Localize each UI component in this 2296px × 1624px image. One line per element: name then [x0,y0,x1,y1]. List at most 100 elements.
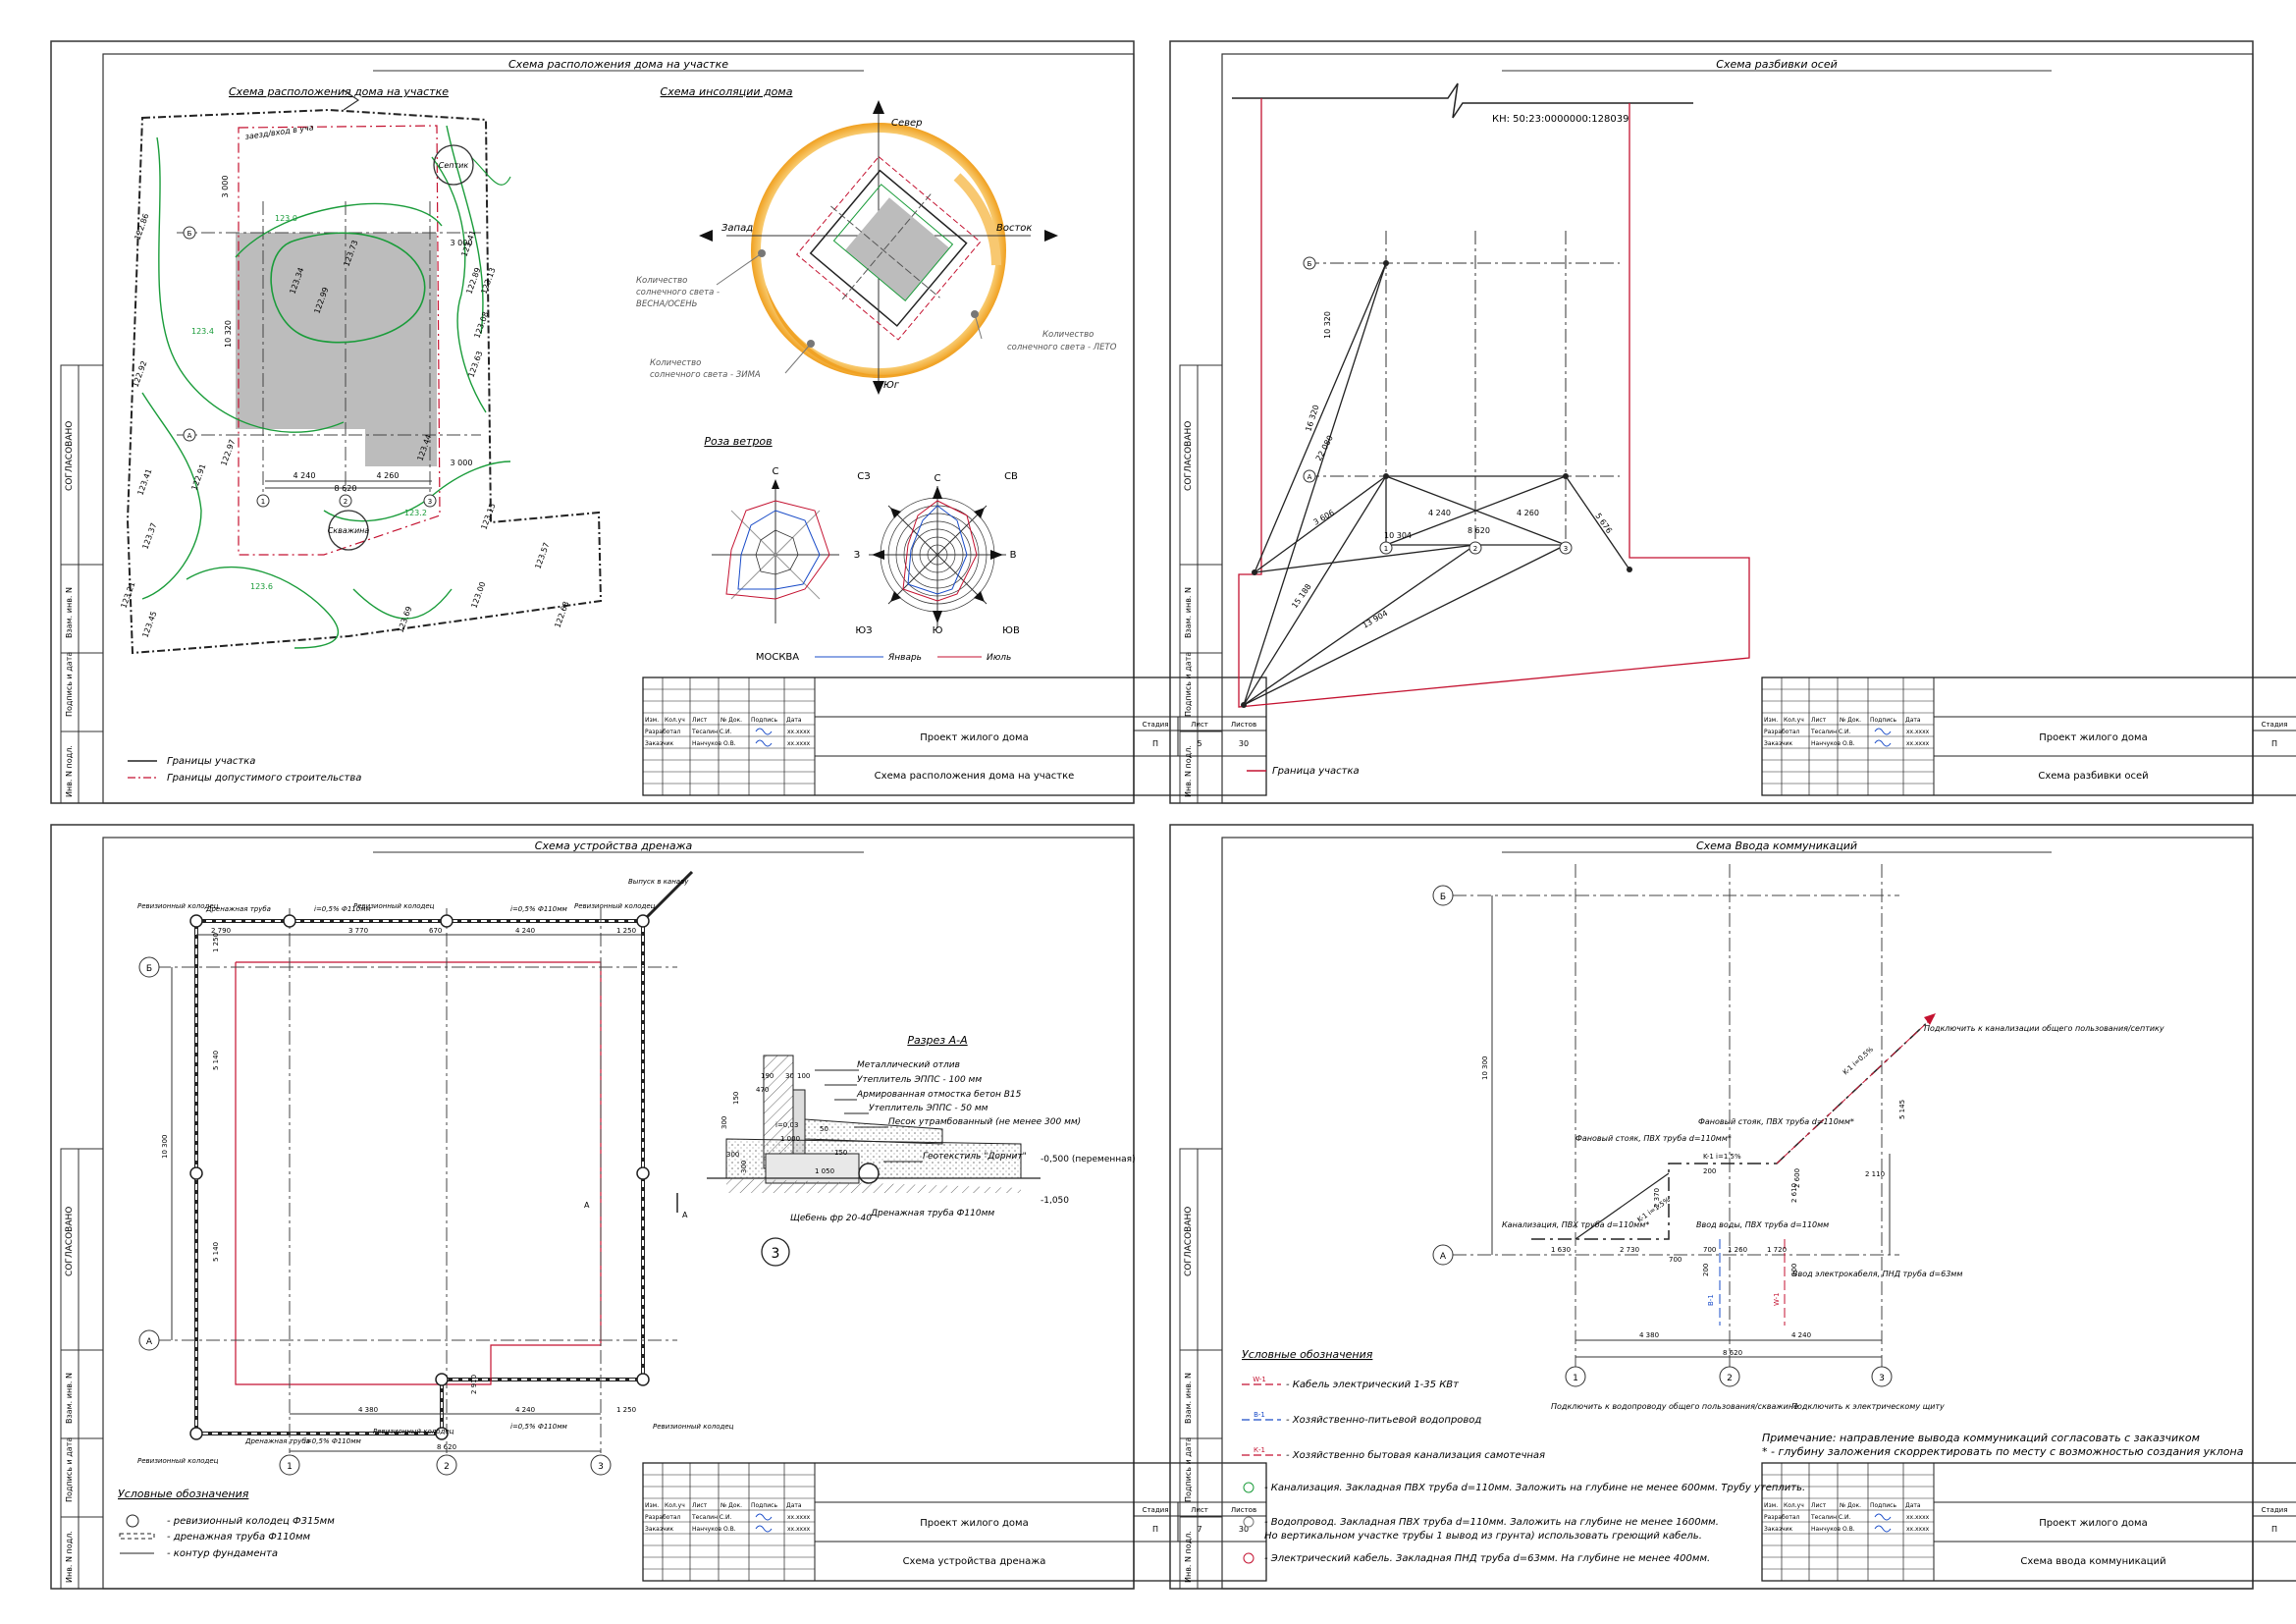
sun-note: Количество [636,276,687,286]
drain-label: Ревизионный колодец [353,902,435,910]
section-dim: 300 [721,1116,728,1129]
tb-role: Заказчик [1764,1526,1792,1533]
wind-dir: З [854,550,860,561]
tb-col-header: Дата [786,1502,802,1509]
elevation-label: 123.21 [119,580,136,609]
tb-date: xx.xxxx [1906,729,1930,735]
stamp-replace: Взам. инв. N [1184,1373,1193,1424]
drainage-plan: Выпуск в канаву Ревизионный колодец Дрен… [137,870,734,1476]
sun-note: Количество [650,358,701,368]
drain-dim: 10 300 [161,1135,169,1160]
axes-dim: 3 606 [1312,508,1336,526]
legend-buildable: Границы допустимого строительства [167,773,361,784]
tb-sheet-name: Схема разбивки осей [2038,771,2148,782]
signature-mark [755,1513,773,1521]
sheet4-title: Схема Ввода коммуникаций [1696,839,1857,852]
legend-line-text: - Кабель электрический 1-35 КВт [1286,1379,1460,1390]
tb-role: Заказчик [645,740,673,747]
stamp-inventory: Инв. N подл. [65,1531,74,1583]
utility-dim: 2 600 [1793,1168,1801,1188]
section-dim: 470 [756,1086,769,1094]
drain-dim: 1 250 [616,1406,636,1414]
section-label: Утеплитель ЭППС - 100 мм [857,1075,982,1085]
tb-role: Разработал [1764,729,1800,735]
utility-dim: 2 110 [1865,1170,1885,1178]
stamp-signature: Подпись и дата [65,652,74,717]
axis-bubble: 2 [1473,545,1477,553]
drainage-section: Разрез А-А Металлический отлив Утеплител… [707,1034,1136,1267]
tb-date: xx.xxxx [787,729,811,735]
section-slope: i=0,03 [775,1121,798,1129]
tb-person: Тесалин С.И. [1810,1514,1850,1521]
site-dim: 4 260 [377,471,400,480]
compass-east: Восток [996,223,1032,234]
contour-label: 123.6 [250,582,273,591]
axis-bubble: А [1440,1252,1447,1262]
drain-label: i=0,5% Ф110мм [304,1437,361,1445]
site-dim: 3 000 [451,239,473,247]
tb-label: Стадия [1143,721,1169,729]
drain-label: Ревизионный колодец [137,1457,219,1465]
legend-code: В-1 [1254,1411,1265,1419]
side-stamp: СОГЛАСОВАНО Взам. инв. N Подпись и дата … [1179,1148,1223,1590]
tb-col-header: Изм. [1764,1502,1778,1509]
stamp-agreed: СОГЛАСОВАНО [1184,1207,1194,1276]
contour-label: 123.0 [275,214,297,223]
note-1: Примечание: направление вывода коммуника… [1762,1432,2200,1444]
axes-dim: 4 260 [1517,509,1539,517]
sheet2-title: Схема разбивки осей [1716,58,1837,71]
signature-mark [755,739,773,747]
tb-date: xx.xxxx [1906,1526,1930,1533]
tb-label: Листов [1231,721,1256,729]
tb-col-header: Подпись [1870,1502,1896,1509]
tb-stage: П [2271,1525,2277,1534]
drain-outlet: Выпуск в канаву [628,878,689,886]
section-dim: 150 [732,1092,740,1105]
tb-date: xx.xxxx [787,1514,811,1521]
sheet-axes-layout: СОГЛАСОВАНО Взам. инв. N Подпись и дата … [1169,40,2296,804]
tb-role: Заказчик [1764,740,1792,747]
node-marker: 3 [772,1246,780,1262]
drain-label: Ревизионный колодец [373,1428,454,1435]
elevation-label: 123.15 [479,502,497,530]
entry-note: заезд/вход в уча [244,123,314,141]
insolation-subtitle: Схема инсоляции дома [661,85,793,98]
section-label: Геотекстиль "Дорнит" [923,1152,1027,1162]
tb-col-header: № Док. [721,717,742,724]
well-label: Скважина [328,526,370,535]
axis-bubble: А [146,1337,153,1347]
wind-dir: СЗ [857,471,870,482]
wind-dir: Ю [933,625,943,636]
tb-sheet-name: Схема ввода коммуникаций [2020,1556,2165,1567]
tb-sheet: 7 [1197,1525,1201,1534]
axis-bubble: Б [187,230,192,238]
axis-bubble: 1 [1573,1374,1578,1383]
drain-label: i=0,5% Ф110мм [314,905,371,913]
compass-south: Юг [883,380,900,391]
elevation-label: 123.63 [466,350,484,378]
legend-note: - Электрический кабель. Закладная ПНД тр… [1264,1552,1710,1564]
drain-dim: 670 [429,927,442,935]
elevation-label: 123.69 [396,605,413,633]
section-dim: 150 [834,1149,847,1157]
section-dim: 190 [761,1072,774,1080]
signature-mark [1874,739,1892,747]
stamp-replace: Взам. инв. N [65,1373,74,1424]
elevation-label: 123.37 [140,521,158,550]
axis-bubble: 3 [1879,1374,1885,1383]
axis-bubble: Б [1308,260,1312,268]
axis-bubble: 1 [1384,545,1388,553]
utility-dim: 700 [1669,1256,1682,1264]
tb-date: xx.xxxx [1906,740,1930,747]
wind-legend-jan: Январь [887,653,922,663]
tb-sheets: 30 [1239,739,1249,748]
drain-label: Дренажная труба [244,1437,310,1445]
axes-dim: 4 240 [1428,509,1451,517]
utility-dim: 4 380 [1639,1331,1659,1339]
wind-rose: Роза ветров С С СЗ [704,435,1020,663]
section-title: Разрез А-А [907,1034,967,1047]
site-plan-subtitle: Схема расположения дома на участке [229,85,449,98]
axes-dim: 22 080 [1314,434,1335,462]
tb-col-header: № Док. [1840,717,1861,724]
